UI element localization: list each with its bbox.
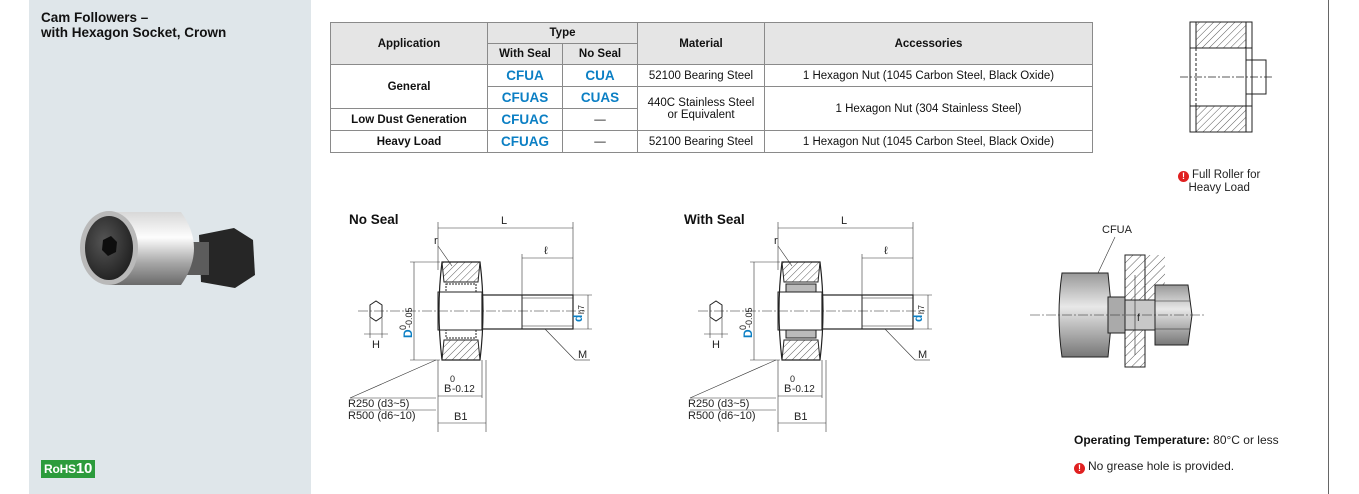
svg-text:H: H: [712, 339, 720, 351]
operating-temperature: Operating Temperature: 80°C or less: [1074, 433, 1279, 447]
product-panel: Cam Followers – with Hexagon Socket, Cro…: [29, 0, 311, 494]
svg-text:B: B: [784, 383, 791, 395]
svg-text:d: d: [911, 315, 925, 322]
svg-text:f: f: [1137, 313, 1140, 324]
svg-text:M: M: [578, 349, 587, 361]
svg-text:R250 (d3~5): R250 (d3~5): [348, 398, 409, 410]
with-seal-drawing: L ℓ r H D 0 -0.05 d h7 M: [688, 215, 932, 432]
product-photo: [80, 211, 255, 288]
spec-table: Application Type Material Accessories Wi…: [330, 22, 1093, 153]
product-title: Cam Followers – with Hexagon Socket, Cro…: [41, 10, 227, 40]
product-code[interactable]: CFUAG: [487, 130, 563, 153]
svg-text:0: 0: [738, 325, 748, 330]
svg-text:-0.05: -0.05: [404, 307, 414, 328]
svg-text:ℓ: ℓ: [544, 245, 548, 257]
table-row: Low Dust Generation CFUAC —: [330, 108, 1093, 131]
no-seal-title: No Seal: [349, 212, 399, 227]
rohs-badge: RoHS10: [41, 460, 96, 478]
table-row: Heavy Load CFUAG — 52100 Bearing Steel 1…: [330, 130, 1093, 153]
full-roller-drawing: [1180, 21, 1274, 133]
svg-text:-0.12: -0.12: [792, 384, 815, 395]
product-code[interactable]: CUAS: [562, 86, 638, 109]
svg-text:R500 (d6~10): R500 (d6~10): [348, 410, 416, 422]
full-roller-note: !Full Roller for Heavy Load: [1178, 156, 1260, 195]
col-application: Application: [330, 22, 488, 65]
grease-note: !No grease hole is provided.: [1074, 459, 1234, 474]
installation-drawing: CFUA f: [1030, 224, 1205, 368]
svg-text:0: 0: [398, 325, 408, 330]
svg-text:D: D: [401, 329, 415, 338]
svg-text:L: L: [841, 215, 847, 227]
table-row: General CFUA CUA 52100 Bearing Steel 1 H…: [330, 64, 1093, 109]
product-code[interactable]: CFUA: [487, 64, 563, 87]
svg-text:M: M: [918, 349, 927, 361]
col-with-seal: With Seal: [487, 43, 563, 65]
product-code[interactable]: CFUAC: [487, 108, 563, 131]
product-code[interactable]: CUA: [562, 64, 638, 87]
svg-text:0: 0: [450, 374, 455, 384]
svg-text:-0.12: -0.12: [452, 384, 475, 395]
svg-text:B: B: [444, 383, 451, 395]
svg-text:R500 (d6~10): R500 (d6~10): [688, 410, 756, 422]
with-seal-title: With Seal: [684, 212, 745, 227]
svg-text:D: D: [741, 329, 755, 338]
col-accessories: Accessories: [764, 22, 1093, 65]
svg-text:B1: B1: [454, 411, 467, 423]
svg-text:L: L: [501, 215, 507, 227]
svg-text:h7: h7: [917, 305, 926, 314]
warning-icon: !: [1178, 171, 1189, 182]
svg-text:d: d: [571, 315, 585, 322]
svg-text:R250 (d3~5): R250 (d3~5): [688, 398, 749, 410]
product-code[interactable]: CFUAS: [487, 86, 563, 109]
svg-text:CFUA: CFUA: [1102, 224, 1133, 236]
col-type: Type: [487, 22, 638, 44]
frame-divider: [1328, 0, 1329, 494]
svg-text:0: 0: [790, 374, 795, 384]
svg-text:h7: h7: [577, 305, 586, 314]
no-seal-drawing: L ℓ r H D 0 -0.05: [348, 215, 592, 432]
col-no-seal: No Seal: [562, 43, 638, 65]
svg-text:r: r: [774, 235, 778, 247]
svg-text:H: H: [372, 339, 380, 351]
svg-text:ℓ: ℓ: [884, 245, 888, 257]
svg-text:r: r: [434, 235, 438, 247]
col-material: Material: [637, 22, 765, 65]
warning-icon: !: [1074, 463, 1085, 474]
svg-text:B1: B1: [794, 411, 807, 423]
svg-text:-0.05: -0.05: [744, 307, 754, 328]
